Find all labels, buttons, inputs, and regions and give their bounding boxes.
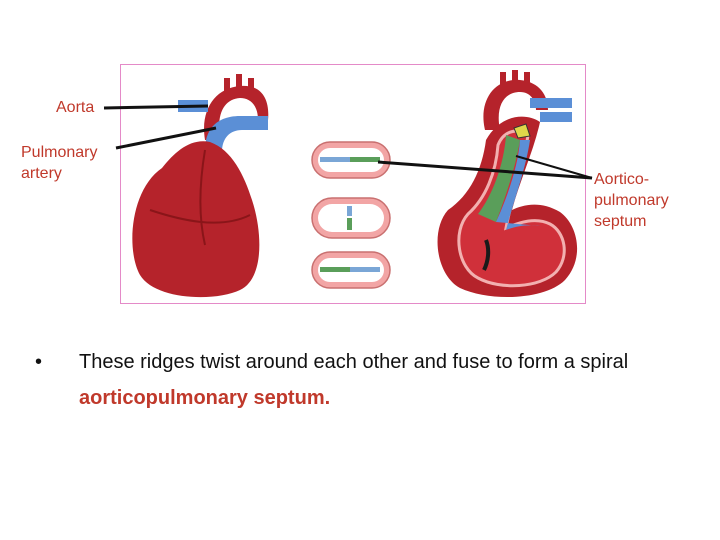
- pulmonary-artery-label: Pulmonary artery: [21, 142, 97, 184]
- aorta-label-text: Aorta: [56, 99, 95, 116]
- figure-frame: [120, 64, 586, 304]
- septum-label-line-1: Aortico-: [594, 171, 650, 188]
- pulmonary-label-line-2: artery: [21, 165, 62, 182]
- septum-label-line-2: pulmonary: [594, 192, 669, 209]
- bullet-text-plain: These ridges twist around each other and…: [79, 351, 629, 373]
- bullet-text: These ridges twist around each other and…: [79, 344, 659, 416]
- aorta-label: Aorta: [56, 97, 94, 118]
- aorticopulmonary-septum-label: Aortico- pulmonary septum: [594, 169, 669, 232]
- septum-label-line-3: septum: [594, 213, 647, 230]
- bullet-marker: •: [35, 351, 43, 373]
- pulmonary-label-line-1: Pulmonary: [21, 144, 98, 161]
- bullet-text-emphasis: aorticopulmonary septum.: [79, 387, 331, 409]
